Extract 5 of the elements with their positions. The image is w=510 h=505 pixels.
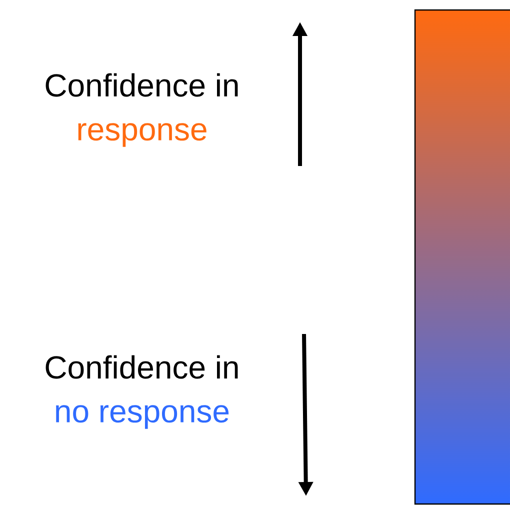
axis-label: no response bbox=[56, 405, 229, 429]
axis-label: Confidence in bbox=[46, 73, 238, 97]
gradient-bar bbox=[414, 9, 510, 505]
axis-label: response bbox=[78, 123, 206, 147]
axis-label: Confidence in bbox=[46, 355, 238, 379]
